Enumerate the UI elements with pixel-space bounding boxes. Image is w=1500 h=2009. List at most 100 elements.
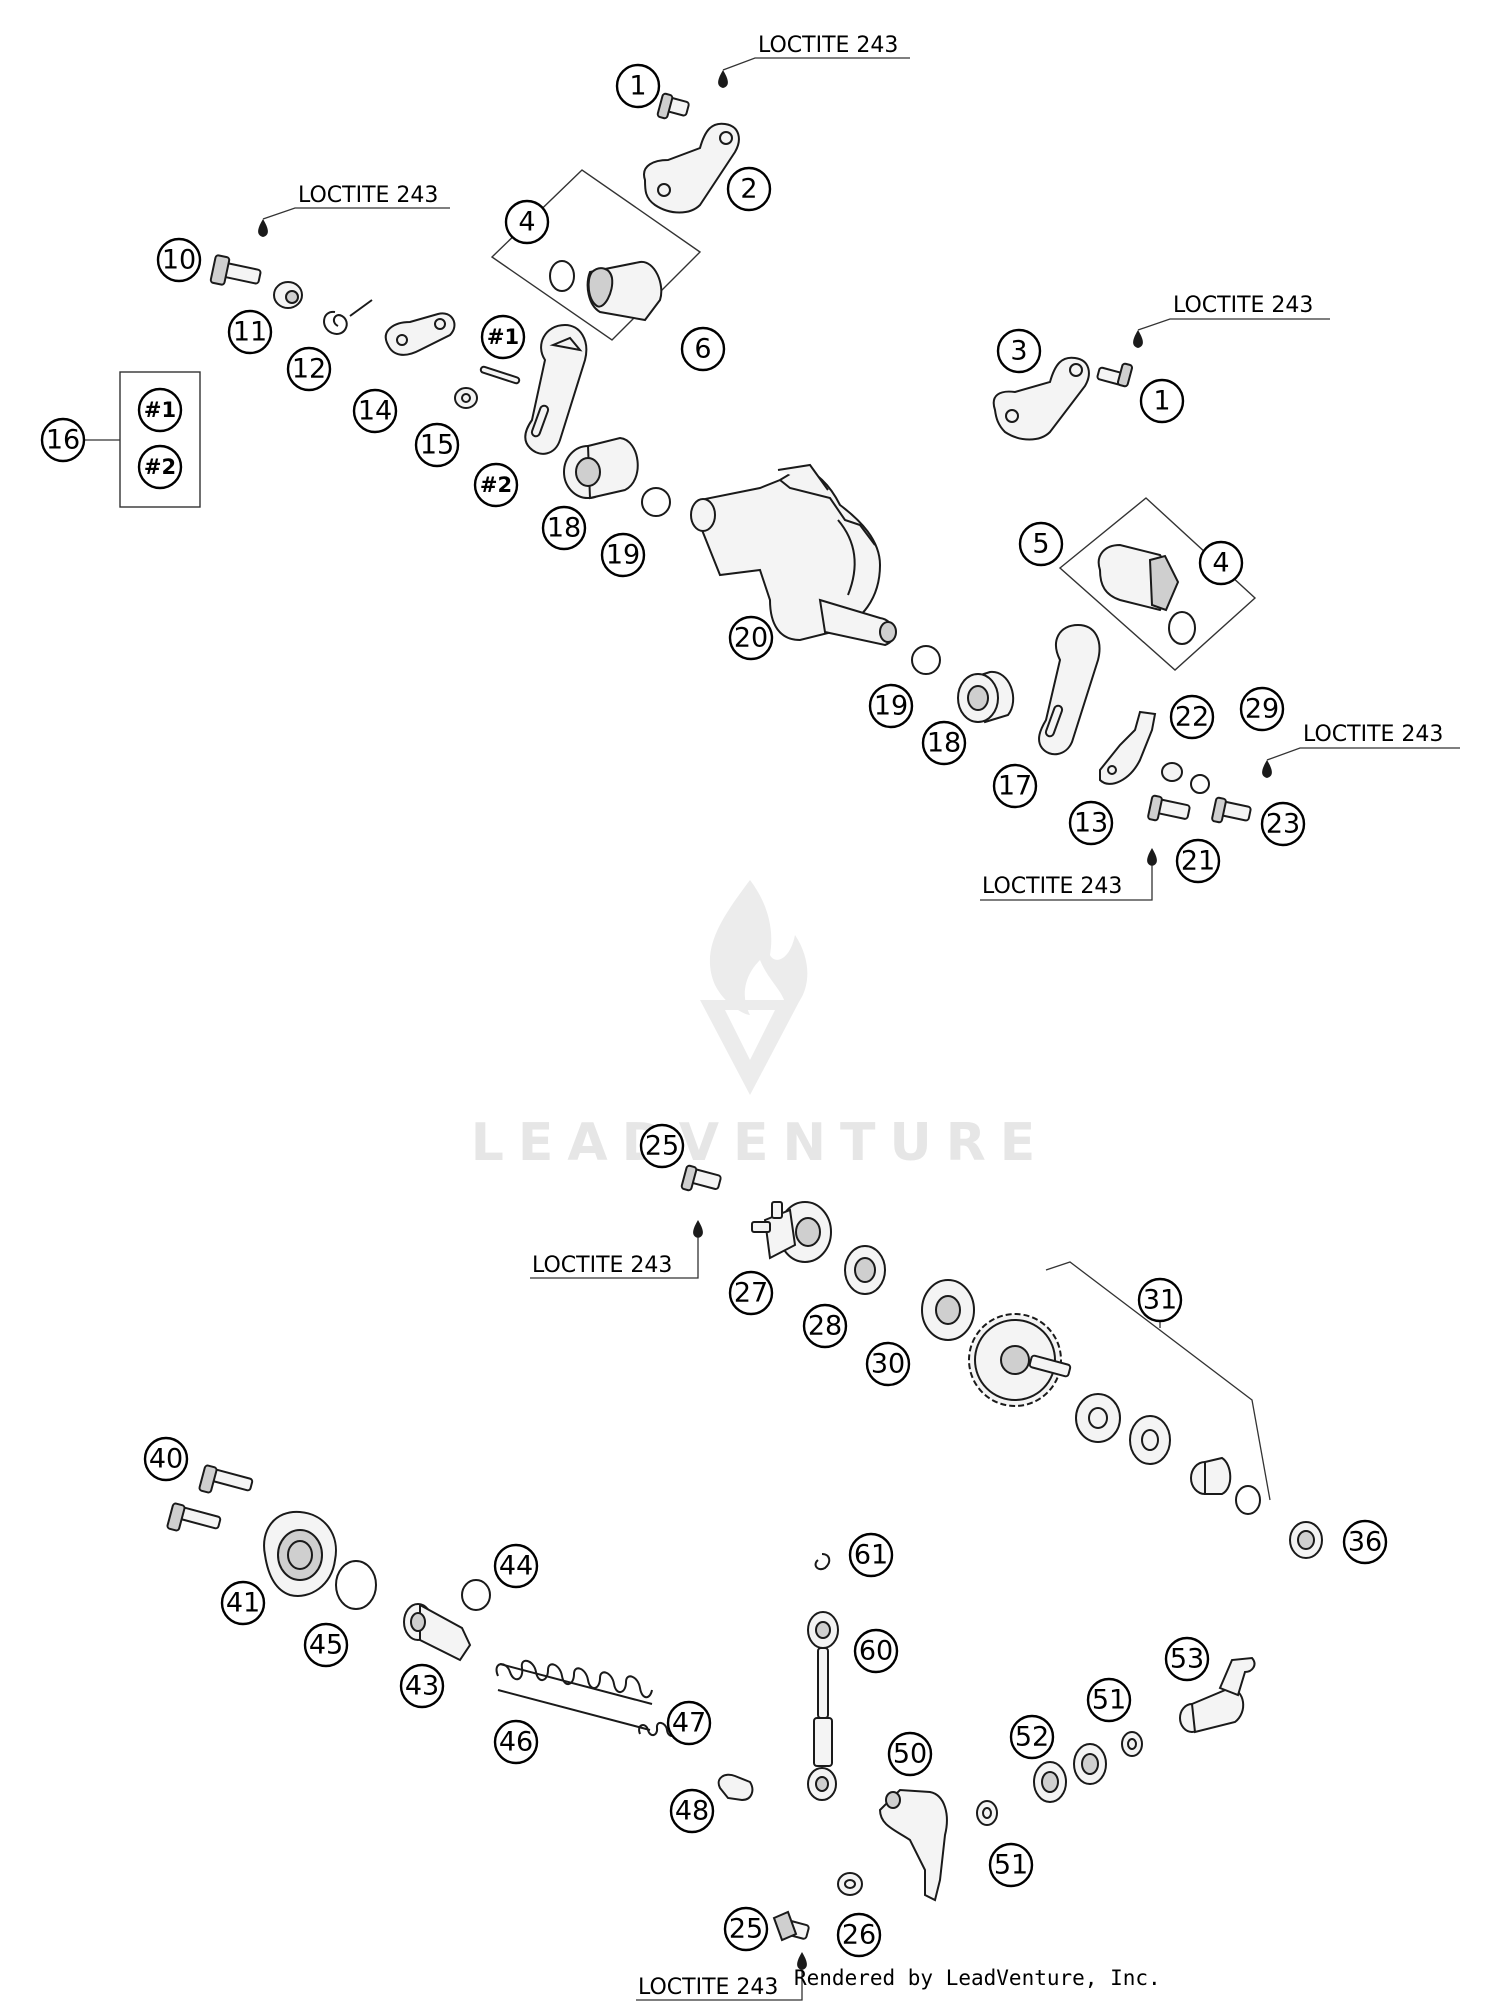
part-23-screw — [1211, 796, 1252, 824]
part-1-screw-top — [656, 92, 690, 120]
svg-text:51: 51 — [994, 1850, 1028, 1881]
callout-20: 20 — [728, 615, 774, 661]
svg-text:44: 44 — [499, 1551, 533, 1582]
callout-4: 4 — [504, 199, 550, 245]
svg-text:61: 61 — [854, 1540, 888, 1571]
part-14-plate — [384, 312, 456, 356]
part-51-washer-upper — [1121, 1731, 1143, 1757]
callout-17: 17 — [992, 763, 1038, 809]
callout-1: 1 — [615, 63, 661, 109]
pin — [479, 365, 521, 385]
svg-text:21: 21 — [1181, 846, 1215, 877]
gear-circlip — [1235, 1485, 1261, 1515]
svg-text:29: 29 — [1245, 694, 1279, 725]
svg-text:1: 1 — [629, 71, 646, 102]
svg-text:18: 18 — [547, 513, 581, 544]
callout-2: 2 — [726, 166, 772, 212]
gear-washer-2 — [1129, 1415, 1171, 1465]
svg-text:60: 60 — [859, 1636, 893, 1667]
callout-hash-2: #2 — [473, 462, 519, 508]
part-22-washer — [1161, 762, 1183, 782]
svg-text:3: 3 — [1010, 336, 1027, 367]
callout-44: 44 — [493, 1543, 539, 1589]
callout-50: 50 — [887, 1731, 933, 1777]
part-29-washer — [1190, 774, 1210, 794]
svg-text:40: 40 — [149, 1444, 183, 1475]
loctite-note-5: LOCTITE 243 — [1303, 722, 1443, 747]
loctite-note-7: LOCTITE 243 — [638, 1975, 778, 2000]
callout-40: 40 — [143, 1436, 189, 1482]
callout-41: 41 — [220, 1580, 266, 1626]
callout-26: 26 — [836, 1912, 882, 1958]
svg-text:20: 20 — [734, 623, 768, 654]
part-44-o-ring — [461, 1579, 491, 1611]
loctite-note-1: LOCTITE 243 — [758, 33, 898, 58]
render-credit: Rendered by LeadVenture, Inc. — [794, 1966, 1161, 1990]
part-51-washer-lower — [976, 1800, 998, 1826]
svg-text:28: 28 — [808, 1311, 842, 1342]
part-1-screw-right — [1096, 362, 1134, 388]
callout-52: 52 — [1009, 1714, 1055, 1760]
svg-text:11: 11 — [233, 317, 267, 348]
part-46-spring — [495, 1659, 653, 1731]
svg-text:13: 13 — [1074, 808, 1108, 839]
svg-text:46: 46 — [499, 1727, 533, 1758]
callout-14: 14 — [352, 388, 398, 434]
callout-hash-1: #1 — [480, 314, 526, 360]
loctite-note-2: LOCTITE 243 — [298, 183, 438, 208]
callout-13: 13 — [1068, 800, 1114, 846]
callout-51-upper: 51 — [1086, 1677, 1132, 1723]
svg-text:16: 16 — [46, 425, 80, 456]
callouts: 1 2 4 6 10 11 12 14 15 #1 #2 16 #1 #2 18… — [40, 63, 1388, 1958]
part-28-bearing — [844, 1245, 886, 1295]
part-36-bearing — [1289, 1521, 1323, 1559]
callout-21: 21 — [1175, 838, 1221, 884]
part-4-o-ring — [549, 260, 575, 292]
svg-text:50: 50 — [893, 1739, 927, 1770]
part-18-bushing-lower — [957, 670, 1015, 724]
svg-text:30: 30 — [871, 1349, 905, 1380]
callout-15: 15 — [414, 422, 460, 468]
part-4-o-ring-lower — [1168, 611, 1196, 645]
svg-text:48: 48 — [675, 1796, 709, 1827]
svg-text:31: 31 — [1143, 1285, 1177, 1316]
loctite-note-4: LOCTITE 243 — [982, 874, 1122, 899]
callout-51-lower: 51 — [988, 1842, 1034, 1888]
part-10-screw — [209, 254, 262, 286]
svg-text:27: 27 — [734, 1278, 768, 1309]
svg-text:6: 6 — [694, 334, 711, 365]
callout-29: 29 — [1239, 686, 1285, 732]
callout-46: 46 — [493, 1719, 539, 1765]
part-40-screws — [166, 1464, 254, 1532]
svg-text:1: 1 — [1153, 386, 1170, 417]
callout-53: 53 — [1164, 1636, 1210, 1682]
callout-11: 11 — [227, 309, 273, 355]
part-30-bearing — [921, 1279, 975, 1341]
part-31-gear — [968, 1313, 1072, 1407]
callout-25-lower: 25 — [723, 1906, 769, 1952]
svg-text:4: 4 — [1212, 548, 1229, 579]
callout-48: 48 — [669, 1788, 715, 1834]
svg-text:23: 23 — [1266, 809, 1300, 840]
part-43-shaft — [403, 1603, 472, 1662]
callout-18-lower: 18 — [921, 720, 967, 766]
watermark-text: LEADVENTURE — [471, 1113, 1050, 1173]
svg-text:19: 19 — [874, 691, 908, 722]
part-12-spring — [323, 299, 373, 335]
svg-text:#1: #1 — [487, 325, 519, 349]
callout-22: 22 — [1169, 694, 1215, 740]
svg-text:#2: #2 — [144, 455, 176, 479]
callout-45: 45 — [303, 1622, 349, 1668]
callout-3: 3 — [996, 328, 1042, 374]
part-25-screw-mid — [680, 1164, 722, 1192]
part-26-washer — [837, 1872, 863, 1896]
svg-text:53: 53 — [1170, 1644, 1204, 1675]
callout-31: 31 — [1137, 1277, 1183, 1323]
callout-12: 12 — [286, 346, 332, 392]
svg-text:18: 18 — [927, 728, 961, 759]
part-15-washer — [454, 387, 478, 409]
part-17-segment-lever — [1038, 623, 1101, 756]
callout-19-lower: 19 — [868, 683, 914, 729]
svg-text:17: 17 — [998, 771, 1032, 802]
